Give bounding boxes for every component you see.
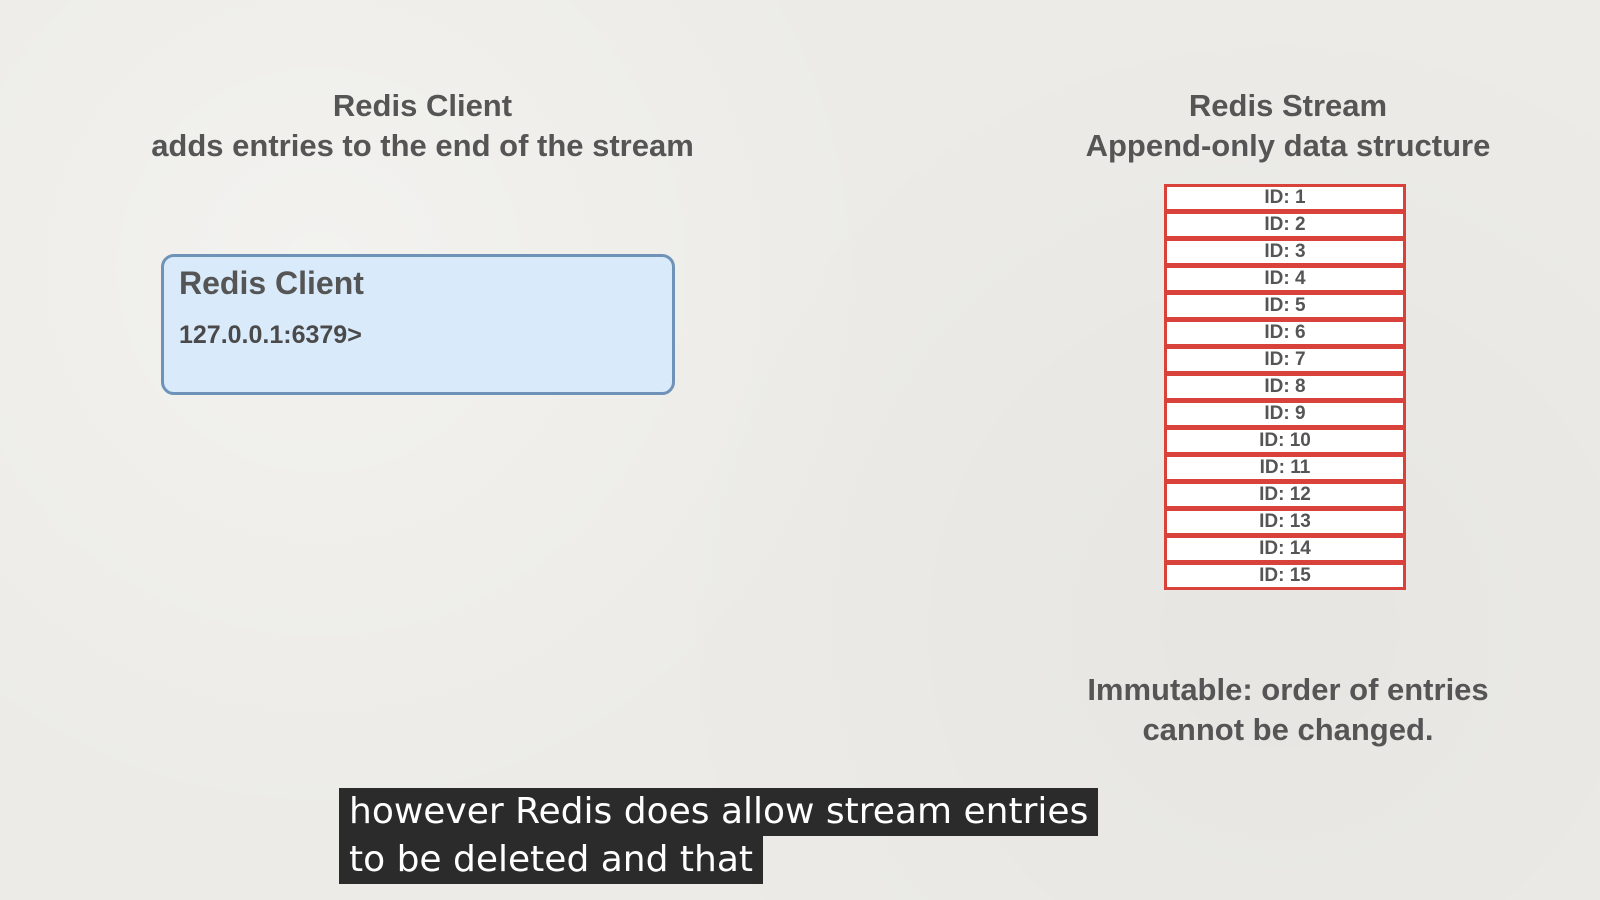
immutable-note-line-2: cannot be changed. (1142, 712, 1434, 747)
stream-heading: Redis Stream Append-only data structure (1070, 86, 1506, 166)
stream-entry: ID: 12 (1164, 481, 1406, 509)
redis-client-box: Redis Client 127.0.0.1:6379> (161, 254, 675, 395)
client-prompt: 127.0.0.1:6379> (179, 321, 362, 349)
stream-entry: ID: 4 (1164, 265, 1406, 293)
client-heading-title: Redis Client (332, 88, 513, 123)
video-caption: however Redis does allow stream entries … (339, 788, 1099, 884)
stream-entry: ID: 7 (1164, 346, 1406, 374)
client-heading: Redis Client adds entries to the end of … (100, 86, 745, 166)
stream-entry: ID: 14 (1164, 535, 1406, 563)
stream-heading-subtitle: Append-only data structure (1085, 128, 1491, 163)
stream-entry: ID: 2 (1164, 211, 1406, 239)
stream-entry: ID: 1 (1164, 184, 1406, 212)
stream-entry: ID: 8 (1164, 373, 1406, 401)
stream-entry: ID: 13 (1164, 508, 1406, 536)
stream-heading-title: Redis Stream (1188, 88, 1388, 123)
caption-line-1: however Redis does allow stream entries (339, 788, 1099, 836)
stream-entry: ID: 6 (1164, 319, 1406, 347)
stream-entry: ID: 10 (1164, 427, 1406, 455)
immutable-note: Immutable: order of entries cannot be ch… (1070, 670, 1506, 750)
stream-entry: ID: 11 (1164, 454, 1406, 482)
stream-entry: ID: 5 (1164, 292, 1406, 320)
client-heading-subtitle: adds entries to the end of the stream (151, 128, 694, 163)
caption-line-2: to be deleted and that (339, 836, 764, 884)
stream-entry: ID: 15 (1164, 562, 1406, 590)
immutable-note-line-1: Immutable: order of entries (1087, 672, 1489, 707)
stream-entry: ID: 9 (1164, 400, 1406, 428)
redis-stream: ID: 1 ID: 2 ID: 3 ID: 4 ID: 5 ID: 6 ID: … (1164, 184, 1406, 590)
stream-entry: ID: 3 (1164, 238, 1406, 266)
client-box-title: Redis Client (179, 265, 364, 301)
